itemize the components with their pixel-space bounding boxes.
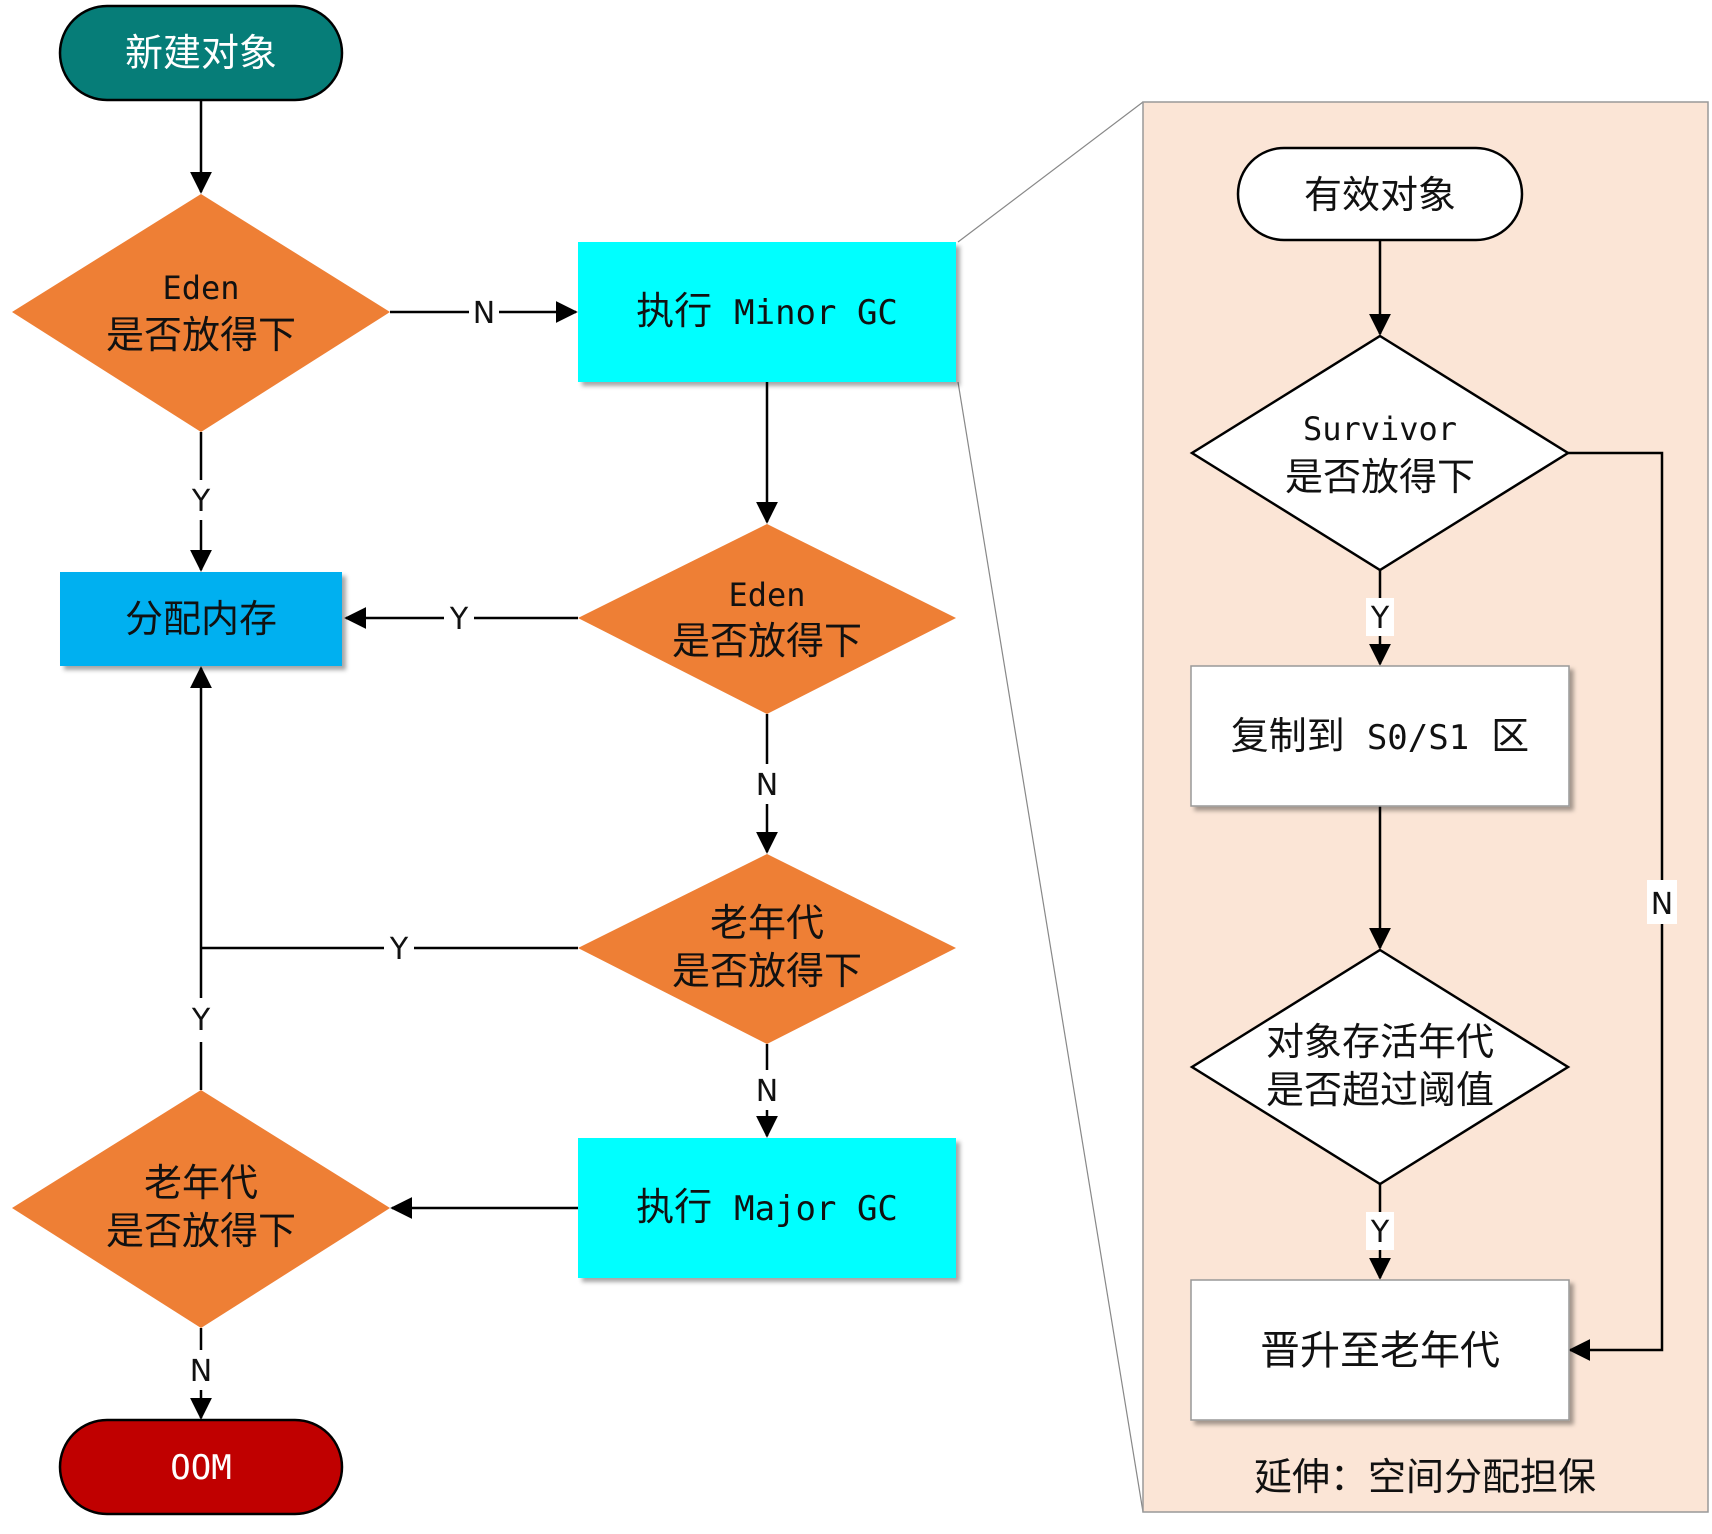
major-gc-process (578, 1138, 956, 1278)
panel-background (1142, 101, 1709, 1513)
old1-line1: 老年代 (710, 901, 824, 945)
eden2-no-label: N (756, 768, 778, 803)
major-gc-word: 执行 (636, 1185, 712, 1229)
eden1-no-bg (469, 294, 499, 330)
age-yes-label: Y (1370, 1215, 1390, 1250)
old1-yes-bg (384, 930, 414, 966)
survivor-no-label: N (1651, 887, 1673, 922)
age-decision (1189, 948, 1571, 1186)
zoom-line-top (957, 101, 1144, 243)
old2-yes-bg (186, 998, 216, 1042)
old-decision-2 (12, 1090, 390, 1328)
eden-decision-2 (578, 524, 956, 714)
eden2-line1: Eden (728, 576, 805, 614)
survivor-yes-bg (1366, 598, 1394, 636)
major-gc-label: 执行 Major GC (636, 1185, 898, 1229)
allocate-process (60, 572, 342, 666)
allocate-label: 分配内存 (125, 597, 277, 641)
main-nodes: 新建对象 Eden 是否放得下 执行 Minor GC 分配内存 Eden 是否放… (12, 4, 956, 1516)
survivor-no-bg (1647, 880, 1677, 924)
promote-label: 晋升至老年代 (1260, 1328, 1500, 1374)
old2-line2: 是否放得下 (106, 1209, 296, 1253)
old2-line1: 老年代 (144, 1161, 258, 1205)
age-line2: 是否超过阈值 (1266, 1068, 1494, 1112)
main-edge-labels: N Y Y N Y N Y N (186, 294, 782, 1390)
copy-to-word: 复制到 (1231, 714, 1345, 758)
old1-yes-label: Y (389, 932, 409, 967)
old2-no-label: N (190, 1354, 212, 1389)
eden1-line1: Eden (162, 269, 239, 307)
minor-gc-word: 执行 (636, 289, 712, 333)
valid-object-terminal (1236, 146, 1524, 242)
eden2-yes-label: Y (449, 602, 469, 637)
old1-no-bg (752, 1070, 782, 1110)
minor-gc-process (578, 242, 956, 382)
eden2-line2: 是否放得下 (672, 619, 862, 663)
new-object-terminal (58, 4, 344, 102)
eden2-yes-bg (444, 600, 474, 636)
zoom-line-bottom (957, 381, 1144, 1513)
survivor-line1: Survivor (1303, 410, 1457, 448)
old-decision-1 (578, 854, 956, 1044)
survivor-decision (1189, 334, 1571, 572)
new-object-label: 新建对象 (125, 31, 277, 75)
promote-process (1190, 1279, 1570, 1421)
survivor-yes-label: Y (1370, 601, 1390, 636)
old1-no-label: N (756, 1074, 778, 1109)
panel-caption: 延伸：空间分配担保 (1254, 1455, 1596, 1499)
eden1-yes-label: Y (191, 484, 211, 519)
major-gc-code: Major GC (734, 1189, 898, 1229)
age-line1: 对象存活年代 (1266, 1020, 1494, 1064)
oom-terminal (58, 1418, 344, 1516)
old2-no-bg (186, 1350, 216, 1390)
copy-to-process (1190, 665, 1570, 807)
survivor-line2: 是否放得下 (1285, 455, 1475, 499)
oom-label: OOM (170, 1448, 231, 1488)
eden1-yes-bg (186, 480, 216, 520)
eden1-no-label: N (473, 296, 495, 331)
eden2-no-bg (752, 764, 782, 804)
minor-gc-code: Minor GC (734, 293, 898, 333)
age-yes-bg (1366, 1212, 1394, 1250)
old1-line2: 是否放得下 (672, 949, 862, 993)
old2-yes-label: Y (191, 1003, 211, 1038)
eden-decision-1 (12, 194, 390, 432)
copy-to-suffix: 区 (1491, 714, 1529, 758)
eden1-line2: 是否放得下 (106, 313, 296, 357)
guarantee-panel: 有效对象 Survivor 是否放得下 复制到 S0/S1 区 对象存活年代 是否超… (957, 101, 1709, 1513)
copy-to-code: S0/S1 (1367, 718, 1469, 758)
valid-object-label: 有效对象 (1304, 173, 1456, 217)
minor-gc-label: 执行 Minor GC (636, 289, 898, 333)
copy-to-label: 复制到 S0/S1 区 (1231, 714, 1529, 758)
